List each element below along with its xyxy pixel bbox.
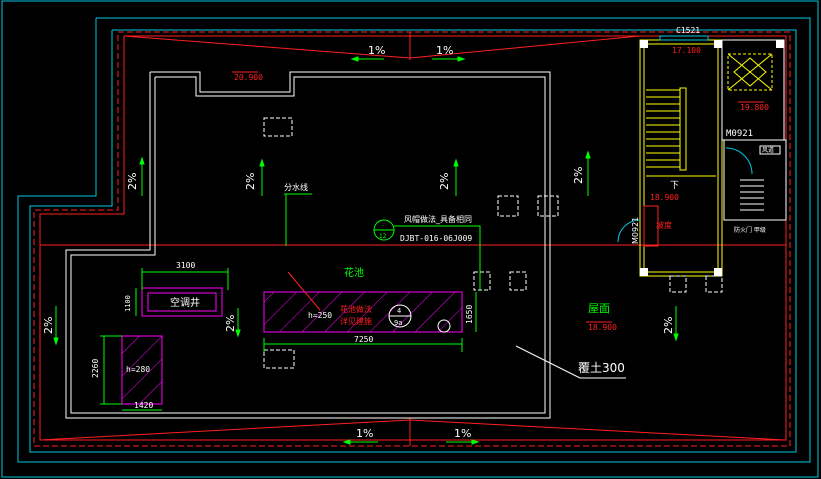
door-swing xyxy=(725,147,753,175)
label-stair-down: 下 xyxy=(670,181,679,191)
label-dim-1100: 1100 xyxy=(124,295,132,312)
label-planter: 花池 xyxy=(344,266,364,279)
parapet-inner xyxy=(29,29,797,453)
eave-dashed xyxy=(33,31,791,447)
label-mid-slope-lower-right: 2% xyxy=(662,317,675,334)
label-circle-bottom: 9a xyxy=(394,319,402,327)
label-window-code: C1521 xyxy=(676,26,700,35)
label-circle-top: 4 xyxy=(397,307,401,315)
dimensions xyxy=(100,268,477,411)
label-top-slope-left: 1% xyxy=(368,44,385,57)
planter-small xyxy=(121,335,163,405)
label-roof: 屋面 xyxy=(588,302,610,315)
drain-circle xyxy=(437,319,451,333)
label-h-250: h=250 xyxy=(308,311,332,320)
label-fence-note: 风帽做法_具备相同 xyxy=(404,214,472,224)
label-top-slope-right: 1% xyxy=(436,44,453,57)
planter-box xyxy=(263,291,463,333)
label-left-slope-upper: 2% xyxy=(126,173,139,190)
label-detail-num: 12 xyxy=(379,233,387,240)
ac-well-inner xyxy=(147,292,217,312)
label-roof-elev: 18.900 xyxy=(588,323,617,332)
stair-treads xyxy=(646,87,716,177)
label-ramp: 坡度 xyxy=(656,220,672,230)
label-downpipe: 分水线 xyxy=(284,182,308,192)
label-elev-shaft: 19.800 xyxy=(740,103,769,112)
label-h-280: h=280 xyxy=(126,365,150,374)
label-planter-note-1: 花池做法 xyxy=(340,304,372,314)
leader-soil xyxy=(515,345,581,379)
label-left-slope-lower: 2% xyxy=(42,317,55,334)
window-c1521 xyxy=(659,35,709,41)
roof-drains xyxy=(263,117,723,369)
stair-core-inner xyxy=(643,43,719,273)
stair-right-treads xyxy=(740,179,764,211)
roof-outline-inner xyxy=(70,76,546,414)
shaft-diamond xyxy=(733,57,767,87)
label-elev-stair-mid: 18.900 xyxy=(650,193,679,202)
label-dim-3100: 3100 xyxy=(176,261,195,270)
label-bottom-slope-right: 1% xyxy=(454,427,471,440)
door-red-mark xyxy=(643,205,659,247)
column-4 xyxy=(714,268,722,276)
label-mid-slope-left: 2% xyxy=(244,173,257,190)
label-detail-ref: DJBT-016-06J009 xyxy=(400,234,472,243)
label-mid-slope-right: 2% xyxy=(572,167,585,184)
label-detail-den: - xyxy=(381,222,385,229)
label-door-code: M0921 xyxy=(726,129,753,139)
ridge-line-tl xyxy=(123,35,411,59)
label-mid-slope-lower-left: 2% xyxy=(224,315,237,332)
leader-planter xyxy=(287,271,321,311)
label-dim-2260: 2260 xyxy=(91,359,100,378)
label-door-note: 防火门 甲级 xyxy=(734,226,766,234)
column-3 xyxy=(640,268,648,276)
label-ac-well: 空调井 xyxy=(170,296,200,309)
roof-outline-outer xyxy=(65,71,551,419)
stair-core xyxy=(639,39,723,277)
stair-door-room xyxy=(723,139,787,221)
label-dim-7250: 7250 xyxy=(354,335,373,344)
ridge-line-tr xyxy=(409,35,641,59)
label-dim-1420: 1420 xyxy=(134,401,153,410)
label-bottom-slope-left: 1% xyxy=(356,427,373,440)
label-mid-slope-center: 2% xyxy=(438,173,451,190)
slope-arrows xyxy=(53,56,679,445)
shaft-cross-2 xyxy=(727,53,773,91)
leader-detail xyxy=(394,225,481,290)
label-dim-1650: 1650 xyxy=(465,305,474,324)
label-planter-note-2: 详见建施 xyxy=(340,316,372,326)
parapet-outer xyxy=(17,17,811,463)
column-2 xyxy=(714,40,722,48)
column-5 xyxy=(776,40,784,48)
column-1 xyxy=(640,40,648,48)
door-swing-left xyxy=(617,219,641,243)
vent-shaft xyxy=(727,53,773,91)
label-elev-top-left: 20.900 xyxy=(234,73,263,82)
door-frame xyxy=(759,145,781,155)
label-soil: 覆土300 xyxy=(578,361,625,375)
ridge-line-bl xyxy=(39,419,411,441)
ac-well-outer xyxy=(141,287,223,317)
ridge-line-br xyxy=(409,419,787,441)
label-elev-stair-top: 17.100 xyxy=(672,46,701,55)
label-door-code-vertical: M0921 xyxy=(631,217,640,244)
label-shaft-note: 风道 xyxy=(762,146,774,154)
